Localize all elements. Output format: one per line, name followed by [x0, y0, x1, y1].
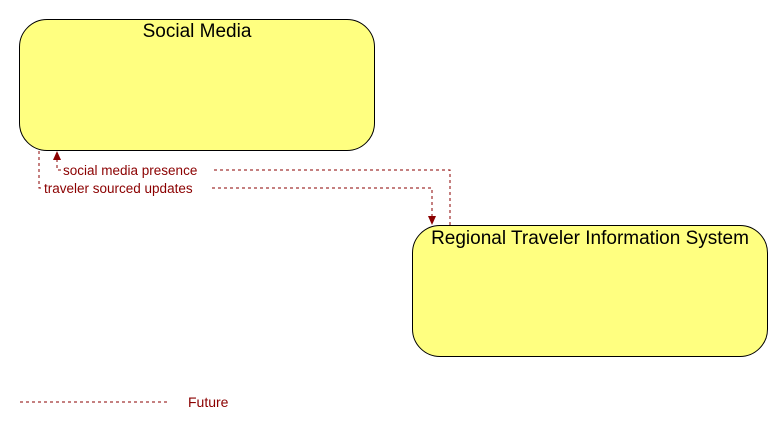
- flow-social-media-presence[interactable]: social media presence: [53, 151, 451, 225]
- social-media-label: Social Media: [142, 21, 252, 42]
- social-media-presence-label: social media presence: [63, 163, 197, 178]
- arrowhead-up-icon: [53, 151, 61, 160]
- traveler-sourced-updates-label: traveler sourced updates: [44, 181, 193, 196]
- rtis-label: Regional Traveler Information System: [431, 228, 749, 249]
- regional-traveler-information-system-node[interactable]: Regional Traveler Information System: [412, 225, 768, 357]
- social-media-node[interactable]: Social Media: [19, 19, 375, 151]
- flow-traveler-sourced-updates[interactable]: traveler sourced updates: [38, 151, 436, 225]
- arrowhead-down-icon: [428, 216, 436, 225]
- legend-future-label: Future: [188, 394, 229, 410]
